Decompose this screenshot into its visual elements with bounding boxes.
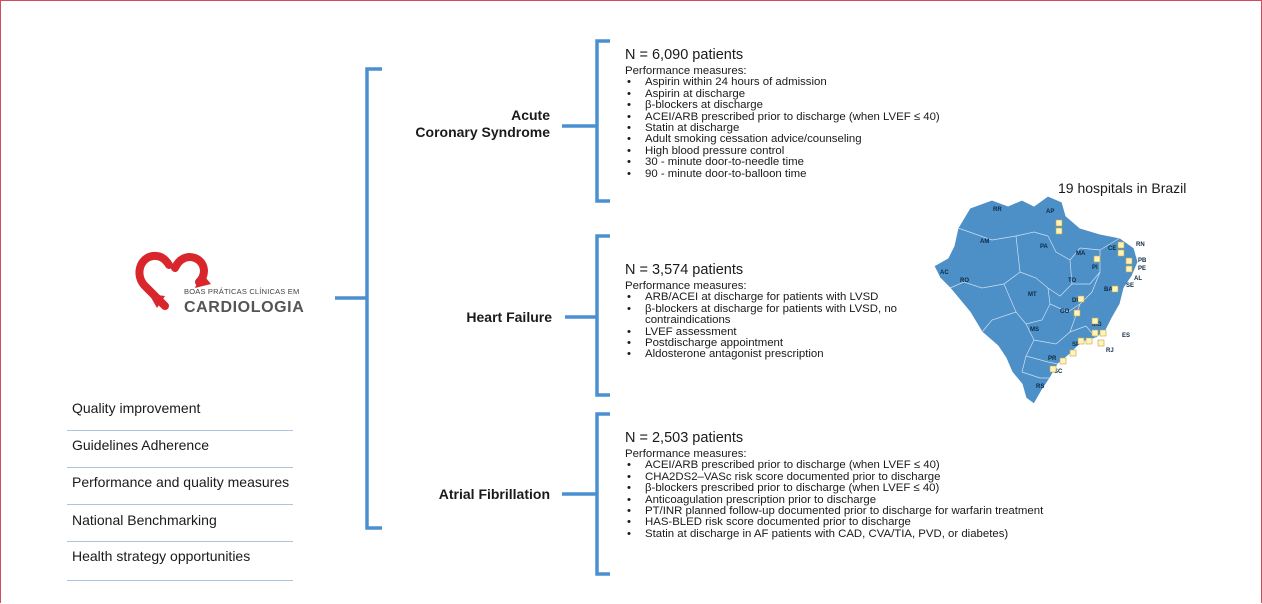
map-title: 19 hospitals in Brazil: [1058, 180, 1187, 196]
measure-item: β-blockers at discharge for patients wit…: [625, 303, 925, 327]
measure-item: HAS-BLED risk score documented prior to …: [625, 517, 1095, 530]
svg-text:RS: RS: [1036, 384, 1044, 390]
svg-text:SC: SC: [1054, 369, 1063, 375]
measures-title: Performance measures:: [625, 65, 747, 77]
svg-text:PI: PI: [1092, 265, 1098, 271]
quality-item: National Benchmarking: [72, 512, 217, 528]
state-borders: [949, 227, 1121, 379]
svg-text:TO: TO: [1068, 278, 1077, 284]
svg-text:PA: PA: [1040, 244, 1049, 250]
af-bracket: [595, 412, 610, 576]
svg-text:ES: ES: [1122, 333, 1130, 339]
acs-measures: N = 6,090 patients Performance measures:…: [625, 47, 1045, 180]
quality-item: Performance and quality measures: [72, 474, 290, 490]
measure-item: Adult smoking cessation advice/counselin…: [625, 134, 1045, 147]
measure-item: β-blockers prescribed prior to discharge…: [625, 482, 1095, 495]
patient-count: N = 3,574 patients: [625, 262, 744, 278]
measure-item: Statin at discharge: [625, 122, 1045, 135]
measure-item: Statin at discharge in AF patients with …: [625, 528, 1095, 541]
measure-item: ARB/ACEI at discharge for patients with …: [625, 291, 925, 304]
patient-count: N = 6,090 patients: [625, 47, 744, 63]
svg-text:MT: MT: [1028, 292, 1037, 298]
divider: [67, 580, 293, 581]
measures-title: Performance measures:: [625, 448, 747, 460]
svg-text:DF: DF: [1072, 298, 1080, 304]
measure-item: 90 - minute door-to-balloon time: [625, 168, 1045, 181]
svg-text:AL: AL: [1134, 276, 1142, 282]
svg-text:SE: SE: [1126, 283, 1134, 289]
measures-title: Performance measures:: [625, 280, 747, 292]
logo-title: CARDIOLOGIA: [184, 299, 305, 316]
svg-text:RO: RO: [960, 278, 969, 284]
svg-text:PE: PE: [1138, 266, 1146, 272]
measure-item: PT/INR planned follow-up documented prio…: [625, 505, 1095, 518]
svg-text:RR: RR: [993, 207, 1002, 213]
measure-item: Aldosterone antagonist prescription: [625, 349, 925, 362]
acs-bracket: [595, 39, 610, 203]
measure-item: β-blockers at discharge: [625, 99, 1045, 112]
acs-label-line1: Acute: [511, 107, 550, 123]
hf-measures: N = 3,574 patients Performance measures:…: [625, 262, 925, 361]
measure-item: ACEI/ARB prescribed prior to discharge (…: [625, 459, 1095, 472]
af-measures: N = 2,503 patients Performance measures:…: [625, 430, 1095, 541]
quality-item: Health strategy opportunities: [72, 548, 251, 564]
measure-item: CHA2DS2–VASc risk score documented prior…: [625, 471, 1095, 484]
measure-item: Postdischarge appointment: [625, 337, 925, 350]
quality-item: Guidelines Adherence: [72, 437, 209, 453]
divider: [67, 430, 293, 431]
svg-text:PB: PB: [1138, 258, 1147, 264]
measure-item: Anticoagulation prescription prior to di…: [625, 494, 1095, 507]
divider: [67, 541, 293, 542]
measure-item: LVEF assessment: [625, 326, 925, 339]
svg-text:CE: CE: [1108, 246, 1116, 252]
logo-subtitle: BOAS PRÁTICAS CLÍNICAS EM: [184, 287, 300, 296]
measure-item: Aspirin at discharge: [625, 88, 1045, 101]
hospital-markers: [1049, 219, 1133, 373]
svg-text:PR: PR: [1048, 356, 1057, 362]
measure-item: Aspirin within 24 hours of admission: [625, 76, 1045, 89]
svg-text:SP: SP: [1072, 342, 1080, 348]
af-label: Atrial Fibrillation: [438, 486, 550, 502]
measure-item: High blood pressure control: [625, 145, 1045, 158]
svg-text:RN: RN: [1136, 242, 1145, 248]
quality-item: Quality improvement: [72, 400, 201, 416]
hf-bracket: [595, 234, 610, 397]
svg-text:MS: MS: [1030, 327, 1039, 333]
svg-text:RJ: RJ: [1106, 348, 1114, 354]
measure-item: ACEI/ARB prescribed prior to discharge (…: [625, 111, 1045, 124]
svg-text:MG: MG: [1092, 322, 1102, 328]
acs-label: Acute Coronary Syndrome: [380, 107, 550, 141]
svg-text:MA: MA: [1076, 251, 1086, 257]
hf-label: Heart Failure: [466, 309, 552, 325]
heart-logo-icon: [135, 251, 211, 310]
divider: [67, 467, 293, 468]
patient-count: N = 2,503 patients: [625, 430, 744, 446]
measure-item: 30 - minute door-to-needle time: [625, 156, 1045, 169]
divider: [67, 504, 293, 505]
svg-text:AM: AM: [980, 239, 989, 245]
svg-text:AP: AP: [1046, 209, 1054, 215]
brazil-outline: [933, 195, 1139, 405]
svg-text:BA: BA: [1104, 287, 1113, 293]
acs-label-line2: Coronary Syndrome: [415, 124, 550, 140]
svg-text:AC: AC: [940, 270, 949, 276]
svg-text:GO: GO: [1060, 309, 1070, 315]
